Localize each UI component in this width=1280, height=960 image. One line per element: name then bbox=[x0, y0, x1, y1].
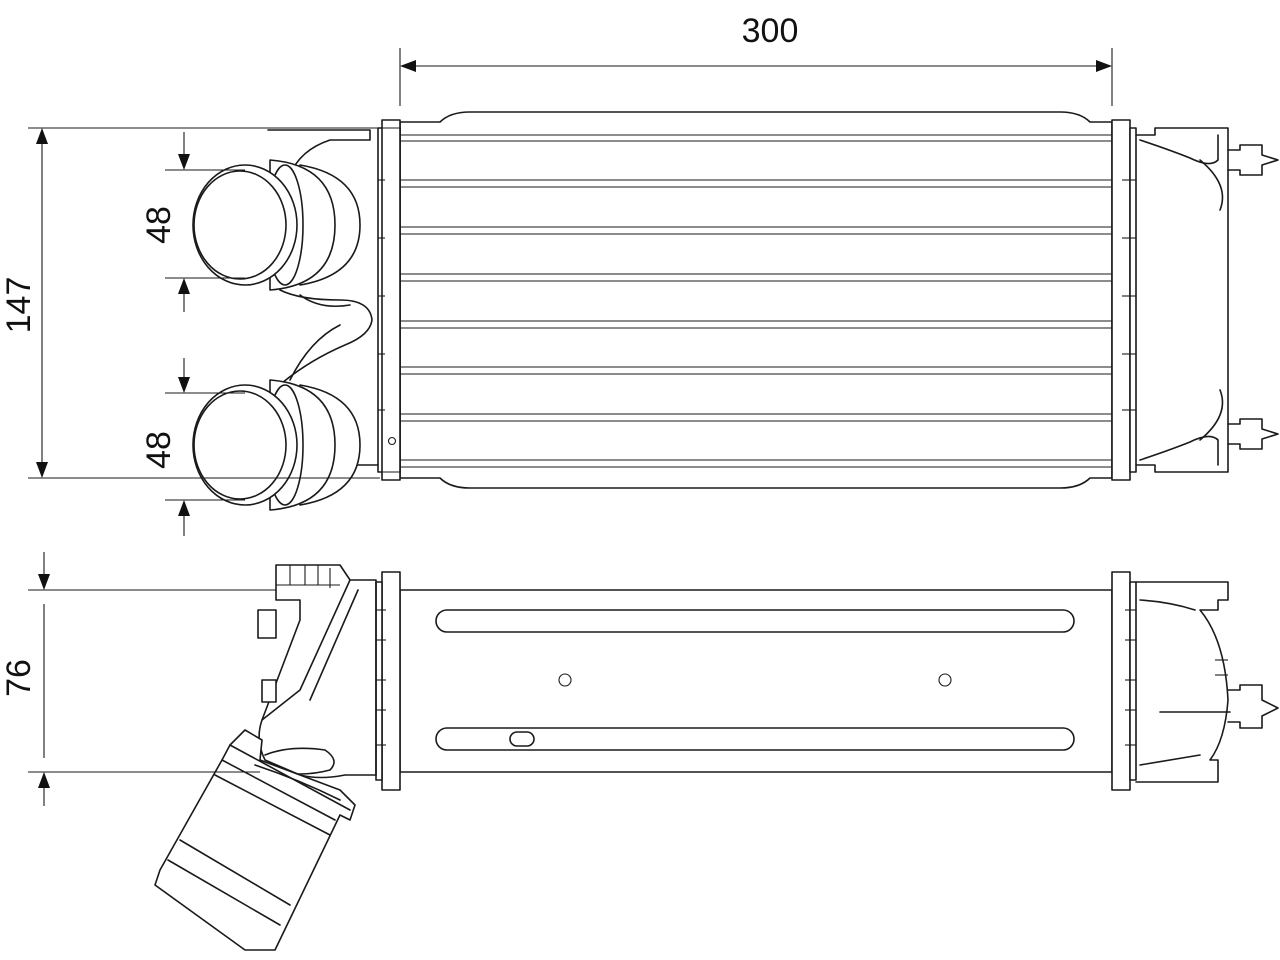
dimension-top-outlet: 48 bbox=[140, 132, 245, 312]
dimension-height: 147 bbox=[0, 127, 380, 479]
dimension-top-outlet-label: 48 bbox=[140, 206, 178, 244]
dimension-width: 300 bbox=[399, 12, 1113, 106]
dimension-depth-label: 76 bbox=[0, 659, 38, 697]
top-view bbox=[192, 111, 1279, 511]
dimension-bottom-outlet-label: 48 bbox=[140, 431, 178, 469]
dimension-depth: 76 bbox=[0, 552, 276, 806]
bottom-outlet-pipe bbox=[192, 379, 361, 511]
side-view bbox=[154, 564, 1279, 951]
dimension-height-label: 147 bbox=[0, 277, 38, 334]
dimension-width-label: 300 bbox=[742, 12, 799, 50]
dimension-bottom-outlet: 48 bbox=[140, 358, 245, 536]
core-tubes bbox=[400, 134, 1112, 468]
inlet-pipe bbox=[154, 729, 356, 951]
top-outlet-pipe bbox=[192, 159, 361, 291]
